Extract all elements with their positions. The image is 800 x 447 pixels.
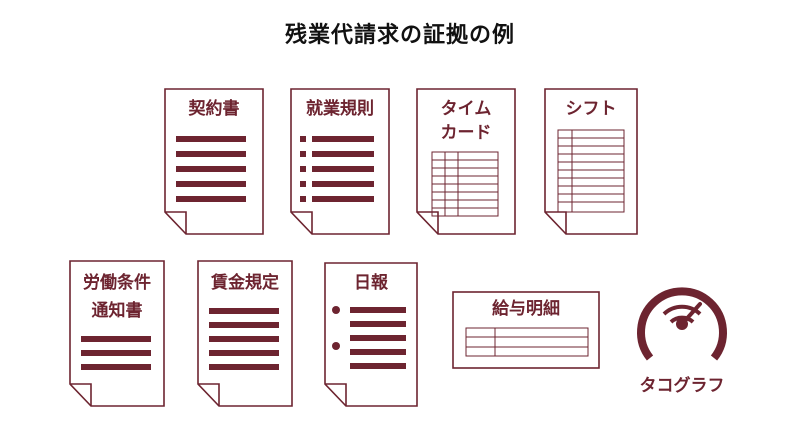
document-wage-rules-icon	[197, 260, 293, 407]
document-work-rules-label: 就業規則	[306, 99, 374, 119]
document-time-card-icon	[416, 88, 516, 235]
document-time-card-label-line2: カード	[440, 123, 492, 143]
document-shift-label: シフト	[565, 99, 617, 119]
document-contract-icon	[164, 88, 264, 235]
document-pay-slip-icon	[452, 291, 600, 369]
document-wage-rules: 賃金規定	[197, 260, 293, 408]
document-pay-slip-label: 給与明細	[492, 299, 560, 319]
document-contract: 契約書	[164, 88, 264, 236]
document-employment-conditions: 労働条件 通知書	[69, 260, 165, 408]
document-employment-conditions-label-line1: 労働条件	[83, 273, 151, 293]
document-daily-report-label: 日報	[354, 273, 388, 293]
document-time-card-label-line1: タイム	[440, 99, 492, 119]
document-daily-report: 日報	[324, 262, 418, 408]
tachograph-label: タコグラフ	[639, 376, 725, 396]
document-employment-conditions-label-line2: 通知書	[91, 301, 143, 321]
page-title: 残業代請求の証拠の例	[284, 23, 515, 48]
document-pay-slip: 給与明細	[452, 291, 600, 369]
document-shift: シフト	[544, 88, 638, 236]
tachograph-gauge-icon	[637, 287, 727, 361]
document-daily-report-icon	[324, 262, 418, 407]
document-employment-conditions-icon	[69, 260, 165, 407]
document-shift-icon	[544, 88, 638, 235]
document-wage-rules-label: 賃金規定	[211, 273, 279, 293]
document-work-rules-icon	[290, 88, 390, 235]
document-contract-label: 契約書	[188, 99, 240, 119]
document-work-rules: 就業規則	[290, 88, 390, 236]
document-time-card: タイム カード	[416, 88, 516, 236]
